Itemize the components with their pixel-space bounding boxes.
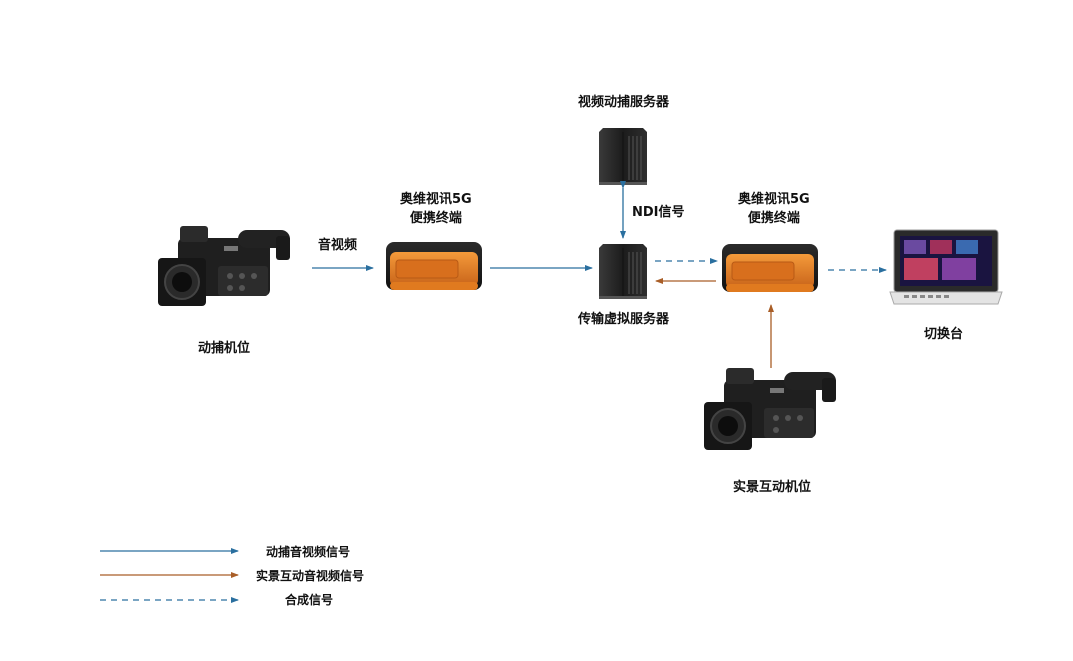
terminal-right-label-line2: 便携终端 [747,211,800,226]
switcher-icon [889,229,1003,305]
capture-camera-icon [158,226,290,306]
live-camera-icon [704,368,836,450]
ndi-edge-label: NDI信号 [632,205,685,220]
transmission-server-label: 传输虚拟服务器 [578,312,670,327]
live-camera-label: 实景互动机位 [733,480,812,495]
terminal-left-label: 奥维视讯5G 便携终端 [400,190,472,228]
legend-label-live-signal: 实景互动音视频信号 [256,569,365,583]
legend-label-composite-signal: 合成信号 [285,593,334,607]
terminal-left-label-line1: 奥维视讯5G [400,192,472,207]
terminal-left-icon [386,242,482,290]
terminal-right-icon [722,244,818,292]
av-edge-label: 音视频 [318,238,358,253]
terminal-right-label: 奥维视讯5G 便携终端 [738,190,810,228]
transmission-server-icon [599,244,647,299]
capture-camera-label: 动捕机位 [198,341,251,356]
video-capture-server-label: 视频动捕服务器 [578,95,670,110]
switcher-label: 切换台 [924,327,964,342]
legend-label-capture-signal: 动捕音视频信号 [266,545,351,559]
video-capture-server-icon [599,128,647,185]
terminal-right-label-line1: 奥维视讯5G [738,192,810,207]
terminal-left-label-line2: 便携终端 [409,211,462,226]
